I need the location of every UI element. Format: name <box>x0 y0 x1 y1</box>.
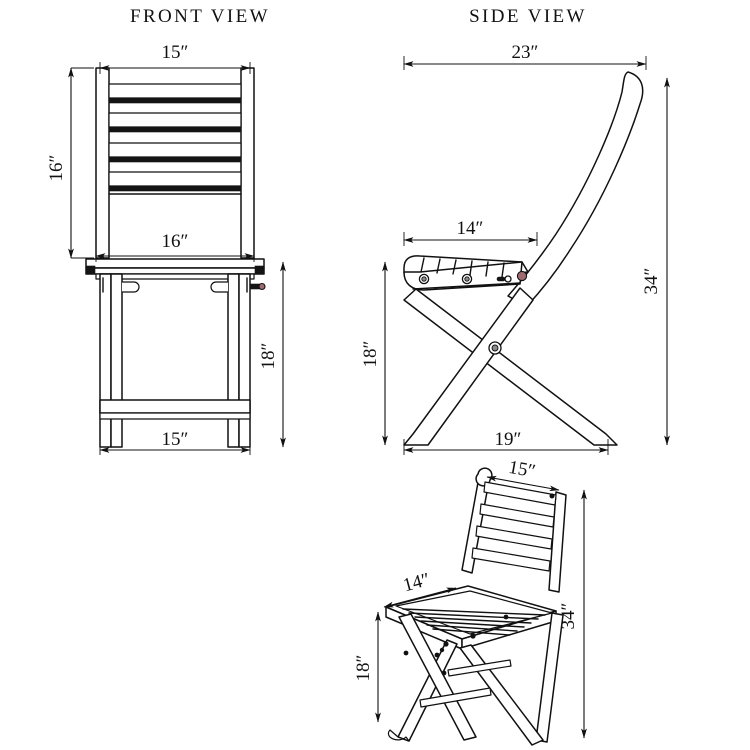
persp-foot-left <box>387 729 410 742</box>
front-dim-16-seat-label: 16″ <box>162 231 189 252</box>
side-dim-18-label: 18″ <box>360 341 381 368</box>
persp-slat-3 <box>475 525 553 550</box>
side-front-leg <box>403 287 534 446</box>
front-legs <box>99 273 251 448</box>
persp-slat-4 <box>471 547 551 572</box>
front-leg-outer-right <box>238 273 251 448</box>
side-dim-14-label: 14″ <box>457 218 484 239</box>
persp-dim-14-label: 14″ <box>401 569 432 596</box>
side-dim-19-label: 19″ <box>495 429 522 450</box>
side-dim-seat-height: 18″ <box>360 261 388 446</box>
front-left-stile <box>95 67 110 259</box>
front-dim-15-top-label: 15″ <box>162 42 189 63</box>
front-view-group: 15″ 16″ 16″ 18″ <box>46 6 286 455</box>
side-dim-34-label: 34″ <box>641 268 662 295</box>
persp-dim-18-label: 18″ <box>353 655 374 682</box>
persp-back-right-post <box>548 491 567 593</box>
side-dim-23-label: 23″ <box>512 42 539 63</box>
side-dim-depth: 23″ <box>403 42 647 70</box>
front-backrest-slats <box>108 83 242 195</box>
persp-dim-seat-height: 18″ <box>353 611 381 723</box>
persp-dim-34-label: 34″ <box>558 603 579 630</box>
side-view-title: SIDE VIEW <box>469 6 587 27</box>
perspective-view-group: 15″ 14″ 34″ 18″ <box>353 457 587 746</box>
front-view-title: FRONT VIEW <box>130 6 270 27</box>
front-dim-bottom-width: 15″ <box>99 429 251 455</box>
front-right-stile <box>240 67 255 259</box>
side-dim-seat-depth: 14″ <box>403 218 538 246</box>
side-dim-base-width: 19″ <box>403 429 609 455</box>
front-dim-18-label: 18″ <box>258 343 279 370</box>
front-stretcher <box>99 399 251 420</box>
persp-stretcher-rear <box>447 659 512 677</box>
front-slat-2 <box>108 112 242 128</box>
side-view-group: 23″ 14″ 34″ 18″ <box>360 6 670 455</box>
persp-stretcher-front <box>419 687 492 708</box>
front-slat-4 <box>108 171 242 187</box>
front-seat-rail <box>95 273 255 280</box>
persp-dim-height: 34″ <box>558 489 587 739</box>
front-slat-1 <box>108 83 242 99</box>
persp-rear-right-leg <box>535 612 564 743</box>
front-dim-seat-width: 16″ <box>95 231 255 262</box>
front-dim-16-height-label: 16″ <box>46 155 67 182</box>
front-leg-inner-right <box>227 273 240 448</box>
front-hinge-right <box>210 281 229 293</box>
front-dim-top-width: 15″ <box>99 42 251 74</box>
front-slat-3 <box>108 142 242 158</box>
front-hinge-left <box>121 281 140 293</box>
front-seat-edge <box>85 267 265 275</box>
front-stretcher-shadow <box>99 412 251 420</box>
front-dim-15-bottom-label: 15″ <box>162 429 189 450</box>
front-stretcher-bar <box>99 399 251 414</box>
side-rear-leg <box>403 288 618 446</box>
front-dim-seat-height: 18″ <box>258 261 286 448</box>
side-dim-height: 34″ <box>641 77 670 446</box>
persp-slat-2 <box>479 503 555 528</box>
persp-dim-back-width: 15″ <box>486 457 560 492</box>
persp-slat-1 <box>483 481 557 506</box>
front-leg-outer-left <box>99 273 112 448</box>
persp-dim-15-label: 15″ <box>507 457 537 482</box>
front-seat-top <box>85 258 265 269</box>
side-seat-assembly <box>403 255 529 291</box>
front-hinge-hardware <box>102 277 266 293</box>
front-dim-back-height: 16″ <box>46 67 94 259</box>
front-seat-assembly <box>85 258 265 280</box>
front-leg-inner-left <box>110 273 123 448</box>
